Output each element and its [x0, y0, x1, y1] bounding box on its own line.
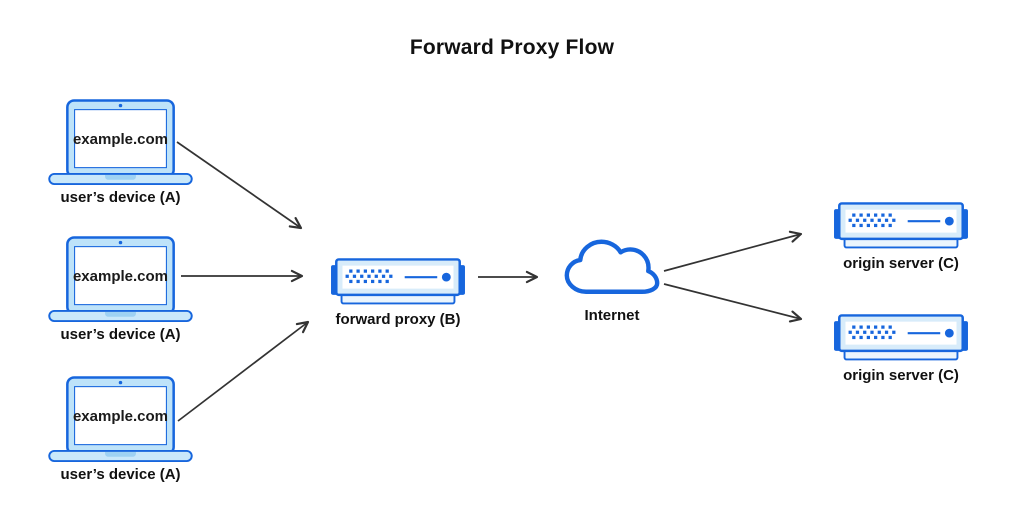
- origin-server-node-1: origin server (C): [834, 202, 968, 272]
- server-icon: [834, 314, 968, 361]
- device-screen-text: example.com: [72, 268, 168, 285]
- internet-node: Internet: [562, 236, 662, 324]
- origin-server-label: origin server (C): [843, 254, 959, 272]
- user-device-node-1: example.com user’s device (A): [48, 99, 193, 206]
- device-screen-text: example.com: [72, 131, 168, 148]
- internet-label: Internet: [584, 306, 640, 324]
- device-label: user’s device (A): [60, 325, 181, 343]
- server-icon: [834, 202, 968, 249]
- arrow-device1-to-proxy: [176, 141, 303, 230]
- page-title: Forward Proxy Flow: [409, 36, 615, 59]
- user-device-node-2: example.com user’s device (A): [48, 236, 193, 343]
- cloud-icon: [562, 236, 662, 298]
- origin-server-label: origin server (C): [843, 366, 959, 384]
- device-label: user’s device (A): [60, 188, 181, 206]
- forward-proxy-node: forward proxy (B): [331, 258, 465, 328]
- arrow-internet-to-origin2: [663, 283, 803, 323]
- arrow-internet-to-origin1: [663, 230, 803, 272]
- arrow-device3-to-proxy: [177, 320, 310, 422]
- device-screen-text: example.com: [72, 408, 168, 425]
- device-label: user’s device (A): [60, 465, 181, 483]
- proxy-label: forward proxy (B): [335, 310, 461, 328]
- origin-server-node-2: origin server (C): [834, 314, 968, 384]
- user-device-node-3: example.com user’s device (A): [48, 376, 193, 483]
- server-icon: [331, 258, 465, 305]
